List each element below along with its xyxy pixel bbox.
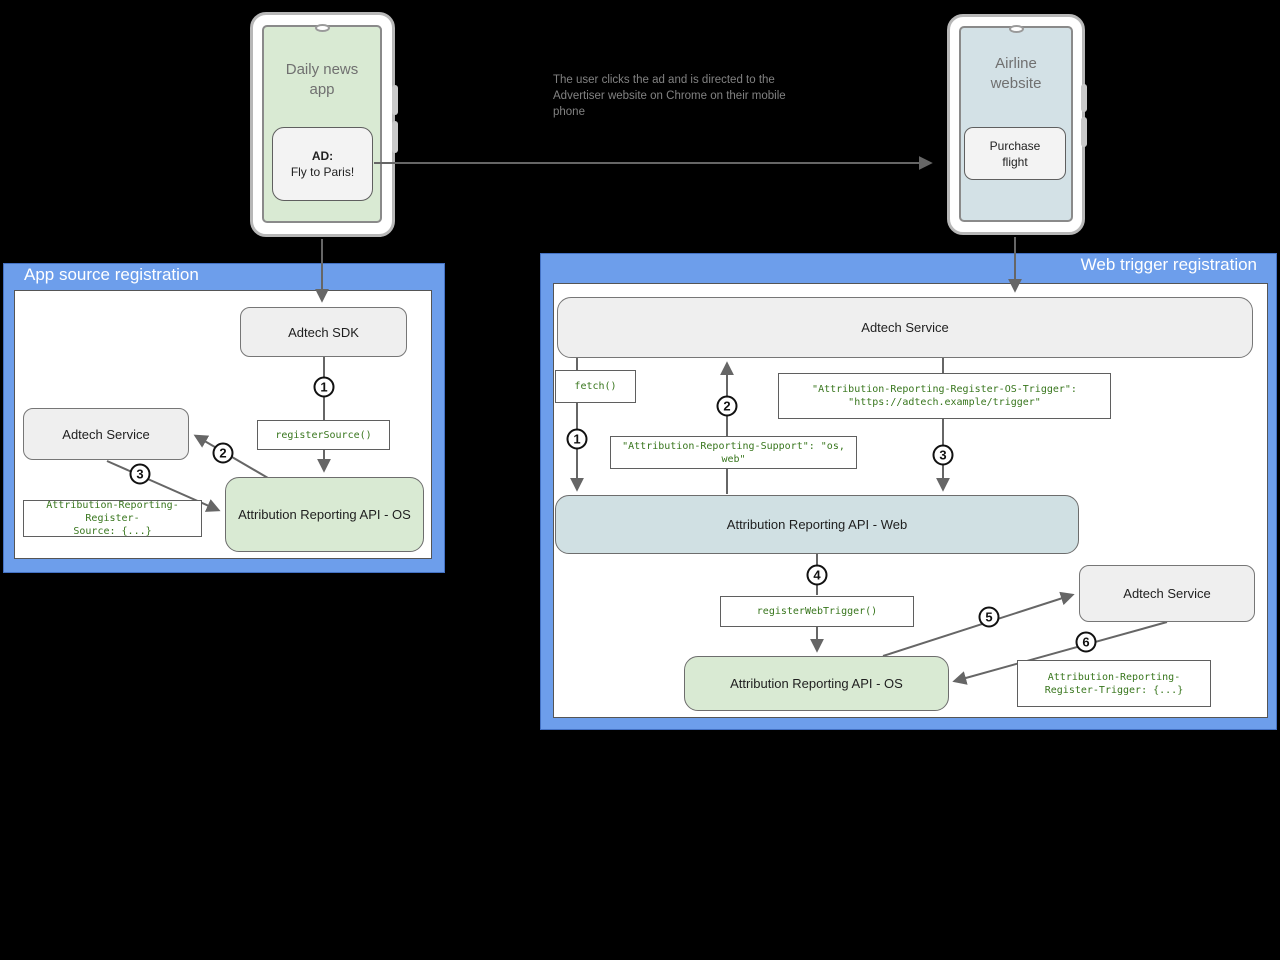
code-fetch: fetch() bbox=[555, 370, 636, 403]
ad-label: AD: bbox=[311, 149, 334, 163]
app-source-panel-title: App source registration bbox=[24, 265, 199, 284]
phone-side-button bbox=[1081, 84, 1087, 112]
user-click-caption: The user clicks the ad and is directed t… bbox=[553, 74, 786, 118]
step-circle-web-2: 2 bbox=[716, 395, 738, 417]
code-support-header: "Attribution-Reporting-Support": "os, we… bbox=[610, 436, 857, 469]
step-circle-web-3: 3 bbox=[932, 444, 954, 466]
node-adtech-sdk: Adtech SDK bbox=[240, 307, 407, 357]
step-circle-app-2: 2 bbox=[212, 442, 234, 464]
step-circle-web-4: 4 bbox=[806, 564, 828, 586]
step-circle-web-6: 6 bbox=[1075, 631, 1097, 653]
phone-side-button bbox=[1081, 117, 1087, 147]
code-register-web-trigger: registerWebTrigger() bbox=[720, 596, 914, 627]
web-trigger-panel-title: Web trigger registration bbox=[1080, 255, 1257, 274]
step-circle-web-1: 1 bbox=[566, 428, 588, 450]
code-register-source: registerSource() bbox=[257, 420, 390, 450]
phone-camera-dot bbox=[1009, 25, 1024, 33]
step-circle-app-1: 1 bbox=[313, 376, 335, 398]
code-os-trigger-header: "Attribution-Reporting-Register-OS-Trigg… bbox=[778, 373, 1111, 419]
node-attribution-api-web: Attribution Reporting API - Web bbox=[555, 495, 1079, 554]
phone-side-button bbox=[392, 85, 398, 115]
node-adtech-service-top: Adtech Service bbox=[557, 297, 1253, 358]
step-circle-web-5: 5 bbox=[978, 606, 1000, 628]
ad-text: Fly to Paris! bbox=[290, 165, 355, 179]
purchase-flight-button[interactable]: Purchase flight bbox=[964, 127, 1066, 180]
phone-screen-airline bbox=[959, 26, 1073, 222]
node-adtech-service-left: Adtech Service bbox=[23, 408, 189, 460]
phone-side-button bbox=[392, 121, 398, 153]
ad-box[interactable]: AD: Fly to Paris! bbox=[272, 127, 373, 201]
phone-camera-dot bbox=[315, 24, 330, 32]
step-circle-app-3: 3 bbox=[129, 463, 151, 485]
airline-website-title: Airline website bbox=[990, 55, 1042, 92]
node-attribution-api-os-left: Attribution Reporting API - OS bbox=[225, 477, 424, 552]
node-attribution-api-os-right: Attribution Reporting API - OS bbox=[684, 656, 949, 711]
daily-news-app-title: Daily news app bbox=[285, 61, 359, 98]
